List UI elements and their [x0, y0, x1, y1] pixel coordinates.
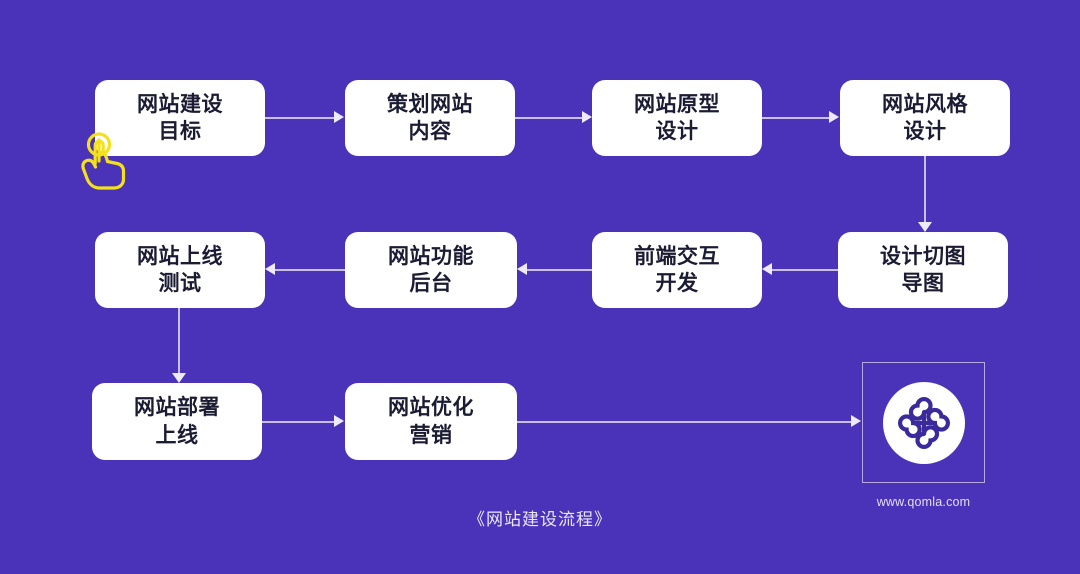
flow-node-1-line2: 目标 [158, 120, 202, 143]
flow-node-5-line1: 设计切图 [880, 244, 966, 268]
flow-node-6-line1: 前端交互 [634, 244, 720, 268]
arrowhead-node2-node3 [582, 111, 592, 123]
arrowhead-node6-node7 [517, 263, 527, 275]
flow-node-2-line1: 策划网站 [387, 92, 473, 116]
flow-node-3[interactable]: 网站原型 设计 [592, 80, 762, 156]
connector-node6-node7 [527, 269, 592, 271]
arrowhead-node8-node9 [172, 373, 186, 383]
flow-node-2-line2: 内容 [408, 120, 452, 143]
diagram-caption: 《网站建设流程》 [468, 510, 612, 529]
flow-node-3-line2: 设计 [655, 120, 699, 143]
flow-node-10-line2: 营销 [409, 423, 453, 447]
flow-node-6-line2: 开发 [655, 272, 699, 295]
qomla-pinwheel-logo-icon [897, 396, 950, 449]
arrowhead-node5-node6 [762, 263, 772, 275]
connector-node1-node2 [265, 117, 335, 119]
logo-disc [882, 381, 965, 464]
connector-node10-logo [517, 421, 853, 423]
flow-node-4[interactable]: 网站风格 设计 [840, 80, 1010, 156]
arrowhead-node3-node4 [829, 111, 839, 123]
flow-node-8-line2: 测试 [158, 272, 202, 295]
arrowhead-node7-node8 [265, 263, 275, 275]
connector-node4-node5 [924, 156, 926, 226]
flow-node-9-line1: 网站部署 [134, 396, 220, 420]
flow-node-7-line2: 后台 [409, 272, 453, 295]
arrowhead-node9-node10 [334, 415, 344, 427]
flow-node-8[interactable]: 网站上线 测试 [95, 232, 265, 308]
flow-node-3-line1: 网站原型 [634, 92, 720, 116]
logo-frame [862, 362, 985, 483]
flow-node-4-line1: 网站风格 [882, 92, 968, 116]
flow-node-7[interactable]: 网站功能 后台 [345, 232, 517, 308]
flow-node-10-line1: 网站优化 [388, 396, 474, 420]
connector-node5-node6 [772, 269, 838, 271]
flow-node-10[interactable]: 网站优化 营销 [345, 383, 517, 460]
flow-node-7-line1: 网站功能 [388, 244, 474, 268]
connector-node2-node3 [515, 117, 583, 119]
logo-url-text: www.qomla.com [876, 495, 971, 509]
arrowhead-node1-node2 [334, 111, 344, 123]
flow-node-2[interactable]: 策划网站 内容 [345, 80, 515, 156]
flow-node-1[interactable]: 网站建设 目标 [95, 80, 265, 156]
hand-tap-cursor-icon [78, 130, 136, 192]
connector-node3-node4 [762, 117, 830, 119]
connector-node8-node9 [178, 308, 180, 376]
connector-node7-node8 [275, 269, 345, 271]
flow-node-5[interactable]: 设计切图 导图 [838, 232, 1008, 308]
flow-node-4-line2: 设计 [903, 120, 947, 143]
arrowhead-node4-node5 [918, 222, 932, 232]
arrowhead-node10-logo [851, 415, 861, 427]
flow-node-5-line2: 导图 [901, 272, 945, 295]
flow-node-9[interactable]: 网站部署 上线 [92, 383, 262, 460]
flow-node-1-line1: 网站建设 [137, 92, 223, 116]
flow-node-9-line2: 上线 [155, 423, 199, 447]
flow-node-8-line1: 网站上线 [137, 244, 223, 268]
flow-node-6[interactable]: 前端交互 开发 [592, 232, 762, 308]
connector-node9-node10 [262, 421, 335, 423]
